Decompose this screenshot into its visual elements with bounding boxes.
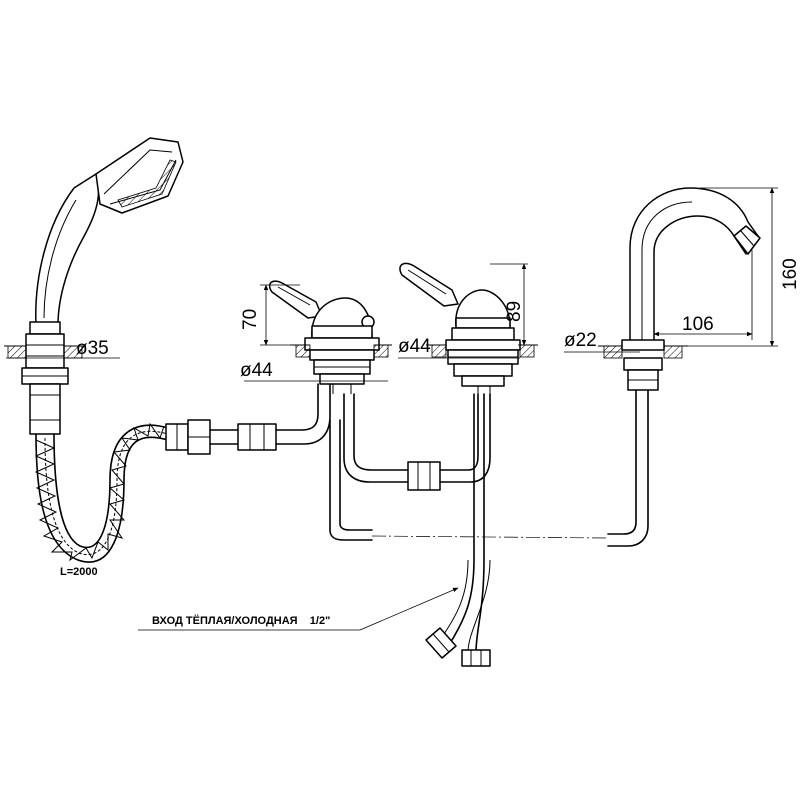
spout	[598, 187, 761, 547]
right-valve-diameter-label: ø44	[398, 336, 431, 357]
spout-reach-label: 106	[682, 314, 714, 335]
right-valve-height-label: 89	[504, 301, 525, 322]
left-valve	[268, 280, 392, 394]
flexible-hose	[34, 419, 277, 563]
center-line	[371, 535, 609, 539]
spout-height-label: 160	[780, 258, 800, 290]
hose-length-label: L=2000	[60, 566, 98, 578]
right-valve	[399, 262, 538, 394]
spout-diameter-label: ø22	[564, 330, 597, 351]
loop-connector	[407, 393, 491, 491]
hand-shower	[4, 137, 184, 435]
left-valve-height-label: 70	[240, 309, 261, 330]
left-valve-diameter-label: ø44	[240, 360, 273, 381]
left-valve-pipes	[275, 383, 409, 541]
inlet-note-label: ВХОД ТЁПЛАЯ/ХОЛОДНАЯ 1/2"	[152, 614, 330, 627]
shower-diameter-label: ø35	[76, 338, 109, 359]
inlet-hoses	[425, 393, 491, 667]
dimension-lines	[6, 187, 778, 631]
